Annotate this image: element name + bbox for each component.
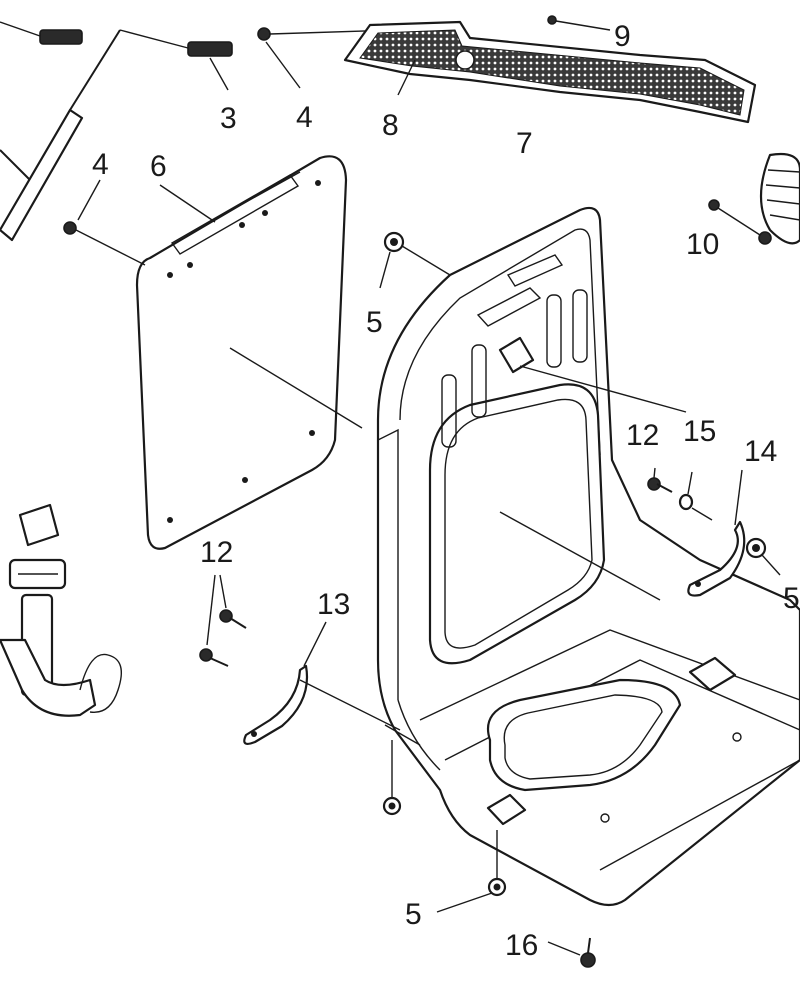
callout-14: 14 [744, 435, 777, 468]
back-panel-part-6 [135, 155, 348, 550]
bolt-part-16 [547, 937, 596, 968]
callout-4-top: 4 [296, 101, 313, 134]
callout-15: 15 [683, 415, 716, 448]
bolt-part-topleft [0, 21, 83, 45]
callout-6: 6 [150, 150, 167, 183]
callout-7: 7 [516, 127, 533, 160]
callout-13: 13 [317, 588, 350, 621]
nut-part-frame-left [382, 740, 402, 816]
nut-part-5-right [745, 537, 781, 576]
callout-12-left: 12 [200, 536, 233, 569]
perforated-cover-part-8 [343, 20, 757, 124]
callout-5-top: 5 [366, 306, 383, 339]
callout-3: 3 [220, 102, 237, 135]
fan-part [708, 152, 800, 245]
callout-8: 8 [382, 109, 399, 142]
callout-4-left: 4 [92, 148, 109, 181]
bolt-part-12-right [647, 467, 673, 493]
callout-9: 9 [614, 20, 631, 53]
callout-10: 10 [686, 228, 719, 261]
buckle-strap-part [0, 503, 122, 717]
screw-part-9 [547, 15, 611, 31]
nut-part-5-top [379, 231, 451, 289]
bolt-part-3 [119, 29, 233, 91]
bolt-part-12-left-a [219, 609, 247, 629]
seat-frame-part-7 [376, 206, 800, 907]
rod-part [0, 29, 121, 242]
bracket-part-14 [687, 469, 746, 597]
callout-labels: 3 4 8 9 4 6 7 10 5 12 15 14 5 12 13 5 16 [92, 20, 800, 962]
callout-5-right: 5 [783, 582, 800, 615]
bolt-part-12-left-b [199, 648, 229, 667]
callout-12-right: 12 [626, 419, 659, 452]
nut-part-5-bottom [436, 830, 507, 913]
callout-16: 16 [505, 929, 538, 962]
screw-part-4-left [63, 179, 146, 266]
clamp-part-13 [243, 621, 421, 746]
callout-5-bottom: 5 [405, 898, 422, 931]
washer-part-15 [678, 471, 713, 521]
